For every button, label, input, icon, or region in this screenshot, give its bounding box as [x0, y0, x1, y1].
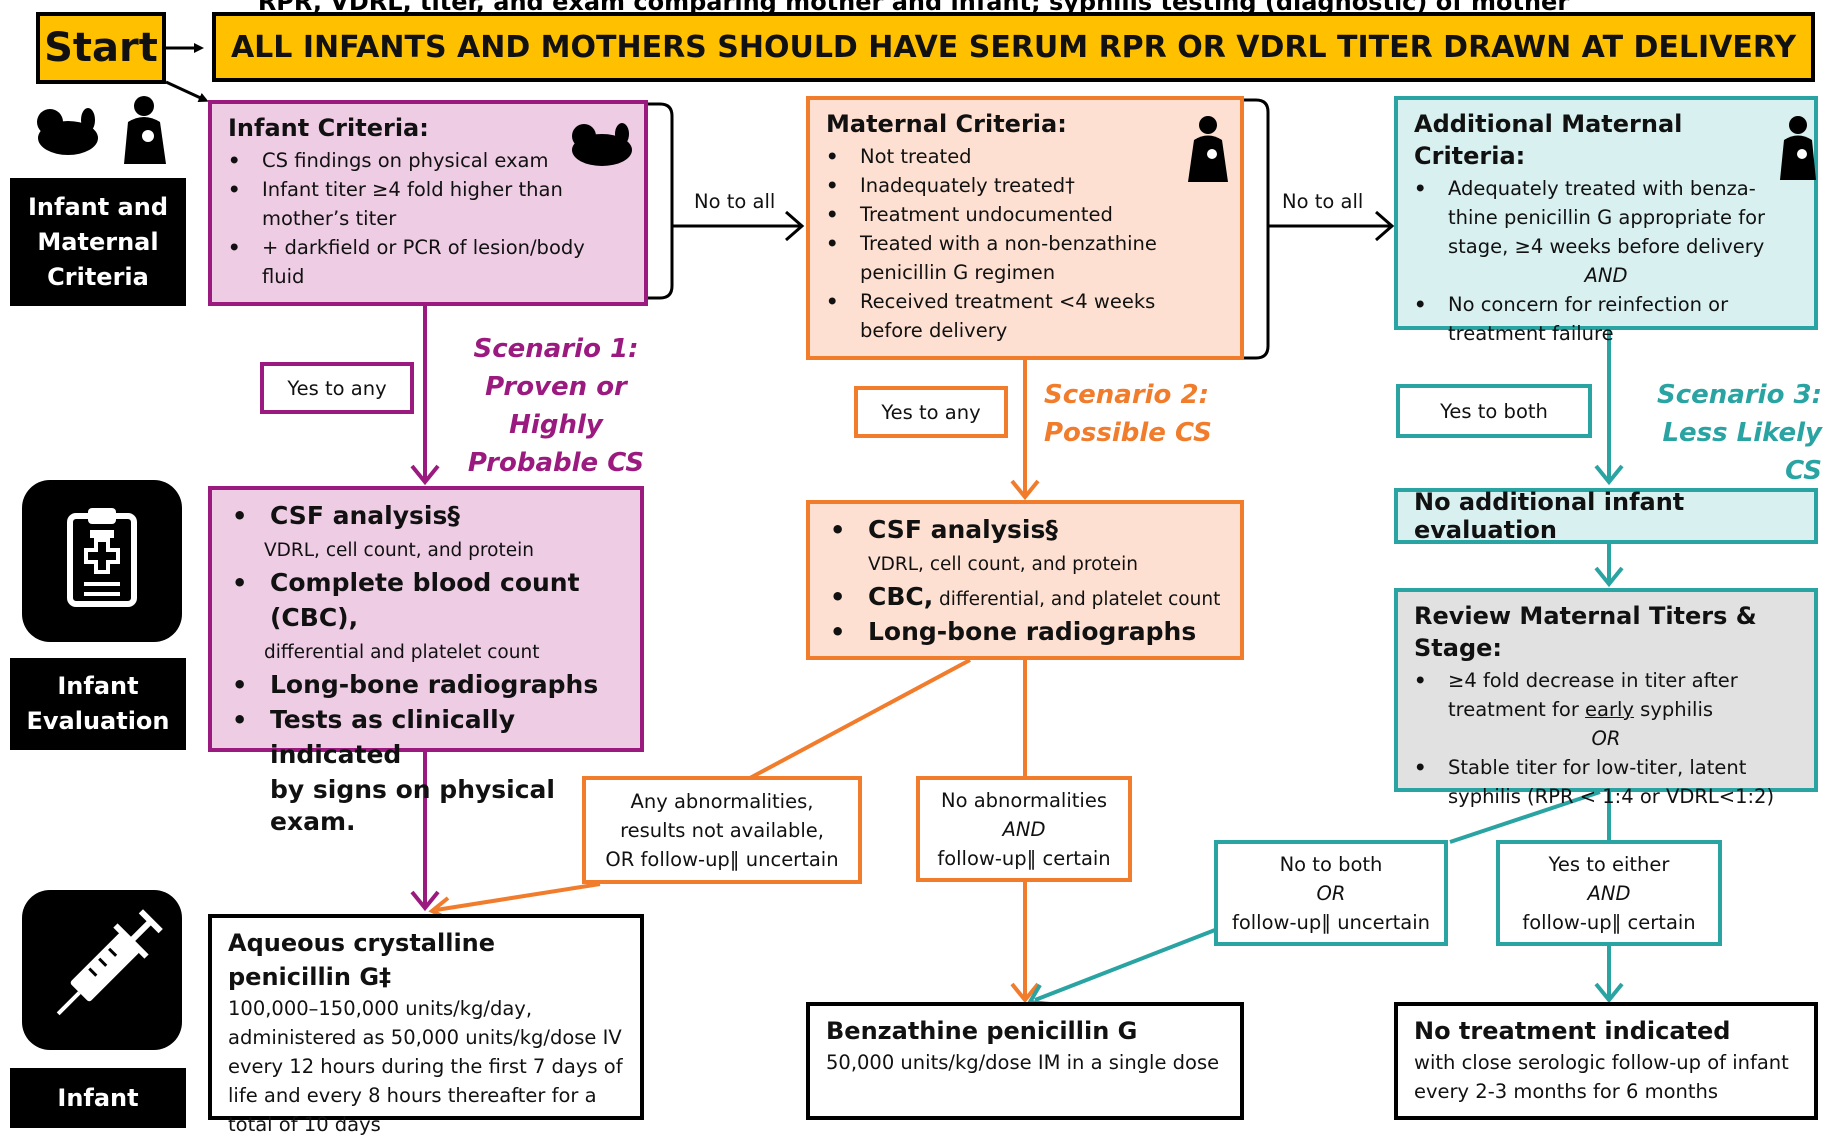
review-item: ≥4 fold decrease in titer after treatmen…	[1414, 666, 1798, 724]
additional-maternal-item: No concern for reinfection or treatment …	[1414, 290, 1798, 348]
no-to-all-label: No to all	[694, 190, 776, 213]
start-to-criteria-arrow	[165, 80, 209, 103]
yes-to-both-label: Yes to both	[1396, 384, 1592, 438]
clinical-tests-cont: by signs on physical exam.	[270, 775, 555, 836]
infant-icon	[572, 123, 632, 166]
scenario-2-evaluation-box: CSF analysis§ VDRL, cell count, and prot…	[806, 500, 1244, 660]
aqueous-body: 100,000–150,000 units/kg/day, administer…	[228, 997, 623, 1136]
clipboard-medical-icon	[67, 508, 137, 607]
benzathine-penicillin-box: Benzathine penicillin G 50,000 units/kg/…	[806, 1002, 1244, 1120]
additional-maternal-item: Adequately treated with benza-thine peni…	[1414, 174, 1768, 261]
cbc-test: Complete blood count (CBC),	[270, 568, 580, 632]
infant-criteria-title: Infant Criteria:	[228, 114, 429, 142]
or-connector: OR	[1591, 727, 1621, 750]
criteria2-bracket	[1244, 98, 1270, 360]
aqueous-title: Aqueous crystalline penicillin G‡	[228, 929, 496, 991]
any-abnormalities-decision: Any abnormalities,results not available,…	[582, 776, 862, 884]
scenario-2-label: Scenario 2:Possible CS	[1044, 380, 1212, 448]
infant-criteria-item: Infant titer ≥4 fold higher than mother’…	[228, 175, 628, 233]
benzathine-title: Benzathine penicillin G	[826, 1017, 1138, 1045]
maternal-criteria-item: Treatment undocumented	[826, 200, 1224, 229]
mother-with-infant-icon	[1780, 116, 1816, 180]
yes-to-any-label: Yes to any	[854, 386, 1008, 438]
clinical-tests: Tests as clinically indicated	[270, 705, 516, 769]
infant-icon	[37, 108, 98, 155]
cbc-detail: differential and platelet count	[264, 642, 540, 663]
start-box: Start	[36, 12, 166, 84]
criteria1-bracket	[648, 102, 674, 300]
benzathine-body: 50,000 units/kg/dose IM in a single dose	[826, 1051, 1220, 1074]
maternal-criteria-item: Not treated	[826, 142, 1224, 171]
scenario-1-evaluation-box: CSF analysis§ VDRL, cell count, and prot…	[208, 486, 644, 836]
long-bone-radiographs: Long-bone radiographs	[868, 617, 1197, 646]
review-title: Review Maternal Titers & Stage:	[1414, 602, 1757, 662]
scenario-3-label: Scenario 3:Less Likely CS	[1657, 380, 1822, 486]
yes-to-any-label: Yes to any	[260, 362, 414, 414]
and-connector: AND	[1584, 264, 1628, 287]
infant-criteria-box: Infant Criteria: CS findings on physical…	[208, 100, 648, 306]
additional-maternal-title: Additional Maternal Criteria:	[1414, 110, 1683, 170]
maternal-criteria-item: Received treatment <4 weeks before deliv…	[826, 287, 1224, 345]
clipboard-tile	[22, 480, 182, 642]
mother-with-infant-icon	[124, 96, 166, 164]
maternal-criteria-box: Maternal Criteria: Not treated Inadequat…	[806, 96, 1244, 360]
csf-analysis: CSF analysis§	[270, 501, 460, 530]
csf-analysis-detail: VDRL, cell count, and protein	[264, 540, 534, 561]
maternal-criteria-item: Treated with a non-benzathine penicillin…	[826, 229, 1224, 287]
side-label-treatment: Infant	[10, 1068, 186, 1128]
no-treatment-title: No treatment indicated	[1414, 1017, 1731, 1045]
no-treatment-box: No treatment indicated with close serolo…	[1394, 1002, 1818, 1120]
cbc-detail: differential, and platelet count	[938, 589, 1221, 610]
cbc-test: CBC,	[868, 582, 934, 611]
additional-maternal-box: Additional Maternal Criteria: Adequately…	[1394, 96, 1818, 345]
mother-with-infant-icon	[1188, 116, 1228, 182]
maternal-criteria-title: Maternal Criteria:	[826, 110, 1067, 138]
syringe-tile	[22, 890, 182, 1050]
maternal-criteria-item: Inadequately treated†	[826, 171, 1224, 200]
long-bone-radiographs: Long-bone radiographs	[270, 670, 599, 699]
infant-criteria-item: + darkfield or PCR of lesion/body fluid	[228, 233, 628, 291]
no-treatment-body: with close serologic follow-up of infant…	[1414, 1051, 1789, 1103]
syringe-icon	[56, 909, 163, 1016]
no-to-all-label: No to all	[1282, 190, 1364, 213]
aqueous-penicillin-box: Aqueous crystalline penicillin G‡ 100,00…	[208, 914, 644, 1136]
no-additional-evaluation-box: No additional infant evaluation	[1394, 488, 1818, 544]
review-maternal-titers-box: Review Maternal Titers & Stage: ≥4 fold …	[1394, 588, 1818, 808]
csf-analysis: CSF analysis§	[868, 515, 1058, 544]
csf-analysis-detail: VDRL, cell count, and protein	[868, 554, 1138, 575]
delivery-banner: ALL INFANTS AND MOTHERS SHOULD HAVE SERU…	[212, 12, 1815, 82]
infant-criteria-item: CS findings on physical exam	[228, 146, 628, 175]
review-item: Stable titer for low-titer, latent syphi…	[1414, 753, 1798, 811]
